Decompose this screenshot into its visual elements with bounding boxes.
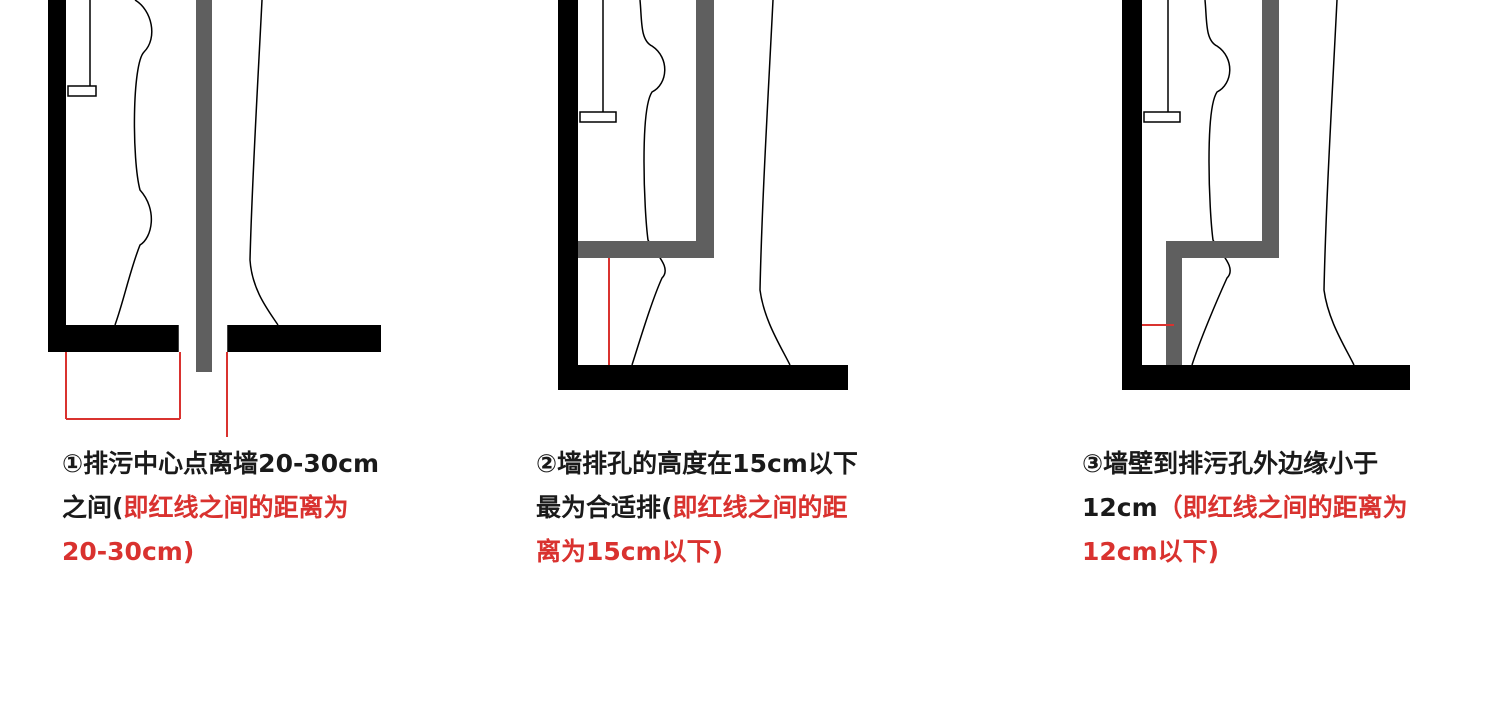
diagram-3-wall — [1122, 0, 1142, 390]
diagram-1-floor-right — [228, 325, 381, 352]
diagram-3-caption: ③墙壁到排污孔外边缘小于 12cm（即红线之间的距离为 12cm以下) — [1082, 442, 1408, 574]
diagram-1-center-distance — [48, 0, 381, 437]
diagram-1-drain-pipe — [196, 0, 212, 372]
diagram-2-toilet-front — [759, 0, 791, 366]
diagram-3-caption-line-2-highlight: （即红线之间的距离为 — [1157, 493, 1408, 522]
diagram-2-caption-line-2-highlight: 即红线之间的距 — [672, 493, 848, 522]
diagram-1-caption-line-1: ①排污中心点离墙20-30cm — [62, 449, 379, 478]
diagram-3-caption-line-3: 12cm以下) — [1082, 537, 1220, 566]
diagram-1-floor-left — [48, 325, 178, 352]
diagram-2-caption-line-1: ②墙排孔的高度在15cm以下 — [536, 449, 858, 478]
diagram-3-caption-line-1: ③墙壁到排污孔外边缘小于 — [1082, 449, 1379, 478]
diagram-3-toilet-front — [1323, 0, 1355, 366]
diagram-2-caption-line-3: 离为15cm以下) — [536, 537, 724, 566]
diagram-1-caption-line-3: 20-30cm) — [62, 537, 195, 566]
diagram-1-caption: ①排污中心点离墙20-30cm 之间(即红线之间的距离为 20-30cm) — [62, 442, 379, 574]
diagram-1-tank-ledge — [67, 85, 97, 97]
diagram-3-caption-line-2: 12cm（即红线之间的距离为 — [1082, 486, 1408, 530]
diagram-2-toilet-profile — [631, 0, 666, 366]
diagram-1-caption-line-2: 之间(即红线之间的距离为 — [62, 486, 379, 530]
diagram-2-drain-pipe-vertical — [696, 0, 714, 258]
diagram-2-drain-pipe-horizontal — [578, 241, 714, 258]
diagram-1-caption-line-2-text: 之间( — [62, 493, 124, 522]
diagram-3-tank-ledge — [1143, 111, 1181, 123]
diagram-2-tank-ledge — [579, 111, 617, 123]
diagram-3-drain-pipe-horizontal — [1166, 241, 1279, 258]
diagram-1-caption-line-2-highlight: 即红线之间的距离为 — [123, 493, 349, 522]
diagram-1-toilet-front — [249, 0, 279, 326]
diagram-2-caption: ②墙排孔的高度在15cm以下 最为合适排(即红线之间的距 离为15cm以下) — [536, 442, 858, 574]
diagram-1-wall — [48, 0, 66, 352]
diagram-3-caption-line-2-text: 12cm — [1082, 493, 1158, 522]
diagram-2-floor — [558, 365, 848, 390]
diagram-3-floor — [1122, 365, 1410, 390]
diagram-3-drain-pipe-drop — [1166, 241, 1182, 365]
diagram-3-drain-pipe-vertical — [1262, 0, 1279, 258]
diagram-3-toilet-profile — [1191, 0, 1231, 366]
diagram-2-caption-line-2-text: 最为合适排( — [536, 493, 673, 522]
diagram-3-wall-to-outlet-edge — [1122, 0, 1410, 390]
diagram-1-toilet-profile — [114, 0, 153, 326]
diagram-2-wall-outlet-height — [558, 0, 848, 390]
diagram-2-caption-line-2: 最为合适排(即红线之间的距 — [536, 486, 858, 530]
diagram-2-wall — [558, 0, 578, 390]
